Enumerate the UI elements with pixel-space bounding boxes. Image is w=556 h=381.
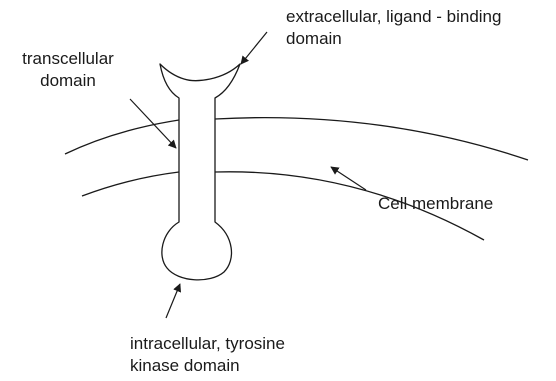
label-extracellular-domain: extracellular, ligand - binding domain: [286, 6, 501, 50]
arrow-intracellular: [166, 284, 180, 318]
label-transcellular-line2: domain: [4, 70, 132, 92]
label-intracellular-domain: intracellular, tyrosine kinase domain: [130, 333, 285, 377]
label-transcellular-domain: transcellular domain: [4, 48, 132, 92]
arrow-transcellular: [130, 99, 176, 148]
label-extracellular-line1: extracellular, ligand - binding: [286, 6, 501, 28]
label-intracellular-line2: kinase domain: [130, 355, 285, 377]
label-extracellular-line2: domain: [286, 28, 501, 50]
membrane-inner-left: [82, 172, 179, 196]
arrow-extracellular: [241, 32, 267, 64]
label-transcellular-line1: transcellular: [4, 48, 132, 70]
membrane-outer-left: [65, 120, 179, 154]
label-intracellular-line1: intracellular, tyrosine: [130, 333, 285, 355]
membrane-outer-right: [215, 118, 528, 160]
label-membrane-line1: Cell membrane: [378, 193, 493, 215]
label-cell-membrane: Cell membrane: [378, 193, 493, 215]
